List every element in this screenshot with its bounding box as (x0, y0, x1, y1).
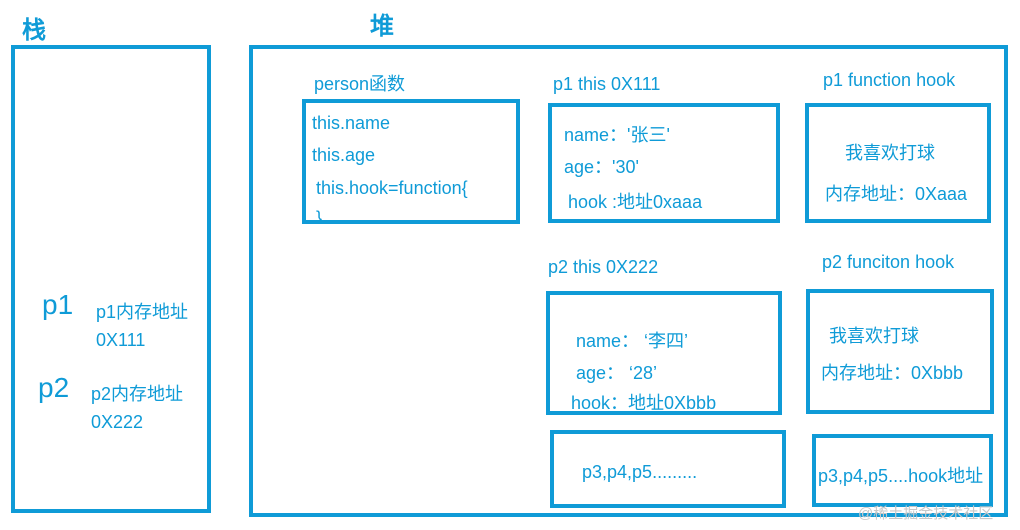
p1-name: name：'张三' (564, 125, 670, 145)
p1-this-label: p1 this 0X111 (553, 74, 661, 94)
p1-hook-label: p1 function hook (823, 70, 956, 90)
heap-box (249, 45, 1008, 517)
p2-hook-label: p2 funciton hook (822, 252, 955, 272)
p2-this-label: p2 this 0X222 (548, 257, 659, 277)
p2-this-box: name： ‘李四’ age： ‘28’ hook：地址0Xbbb (546, 291, 782, 415)
p2-age: age： ‘28’ (576, 363, 658, 383)
more-objects-text: p3,p4,p5......... (582, 462, 698, 482)
p2-hook-addr: 内存地址：0Xbbb (821, 363, 964, 383)
stack-p2-var: p2 (38, 372, 70, 403)
stack-p2-addr: 0X222 (91, 412, 144, 432)
watermark: @稀土掘金技术社区 (858, 505, 994, 522)
person-line-4: } (316, 208, 323, 224)
heap-title: 堆 (370, 13, 394, 40)
stack-box (11, 45, 211, 513)
p1-hook-box: 我喜欢打球 内存地址：0Xaaa (805, 103, 991, 223)
p1-this-box: name：'张三' age：'30' hook :地址0xaaa (548, 103, 780, 223)
p1-hook-addr: 内存地址：0Xaaa (825, 184, 968, 204)
more-objects-box: p3,p4,p5......... (550, 430, 786, 508)
stack-p1-addr: 0X111 (96, 330, 146, 350)
person-line-3: this.hook=function{ (316, 178, 468, 198)
stack-p1-addr-label: p1内存地址 (96, 302, 189, 322)
person-function-box: this.name this.age this.hook=function{ } (302, 99, 520, 224)
person-function-label: person函数 (314, 74, 406, 94)
p1-hook: hook :地址0xaaa (568, 192, 703, 212)
p2-hook-box: 我喜欢打球 内存地址：0Xbbb (806, 289, 994, 414)
p2-name: name： ‘李四’ (576, 331, 689, 351)
p2-hook: hook：地址0Xbbb (571, 393, 717, 413)
person-line-2: this.age (312, 145, 376, 165)
p1-age: age：'30' (564, 157, 639, 177)
person-line-1: this.name (312, 113, 391, 133)
stack-p1-var: p1 (42, 289, 74, 320)
stack-p2-addr-label: p2内存地址 (91, 384, 184, 404)
more-hooks-text: p3,p4,p5....hook地址 (818, 466, 984, 486)
p2-hook-desc: 我喜欢打球 (829, 326, 919, 346)
p1-hook-desc: 我喜欢打球 (845, 143, 935, 163)
stack-title: 栈 (22, 17, 46, 44)
more-hooks-box: p3,p4,p5....hook地址 (812, 434, 993, 507)
